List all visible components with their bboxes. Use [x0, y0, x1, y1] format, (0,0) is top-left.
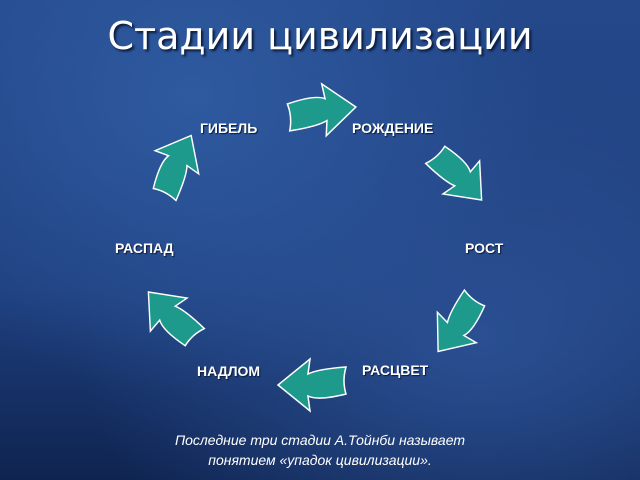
arrow-death-to-birth: [286, 82, 358, 138]
caption-line-2: понятием «упадок цивилизации».: [208, 452, 432, 468]
caption: Последние три стадии А.Тойнби называет п…: [0, 430, 640, 470]
arrow-disintegration-to-death: [152, 134, 200, 202]
slide-title: Стадии цивилизации: [107, 14, 533, 58]
arrow-flourishing-to-breakdown: [276, 357, 348, 413]
caption-line-1: Последние три стадии А.Тойнби называет: [174, 432, 466, 448]
stage-growth: РОСТ: [465, 240, 504, 256]
stage-death: ГИБЕЛЬ: [200, 120, 258, 136]
stage-breakdown: НАДЛОМ: [197, 363, 261, 379]
arrow-growth-to-flourishing: [436, 288, 486, 353]
stage-disintegration: РАСПАД: [115, 240, 174, 256]
stage-flourishing: РАСЦВЕТ: [362, 362, 429, 378]
stage-birth: РОЖДЕНИЕ: [352, 120, 434, 136]
arrow-birth-to-growth: [424, 145, 483, 201]
arrow-breakdown-to-disintegration: [147, 291, 206, 347]
